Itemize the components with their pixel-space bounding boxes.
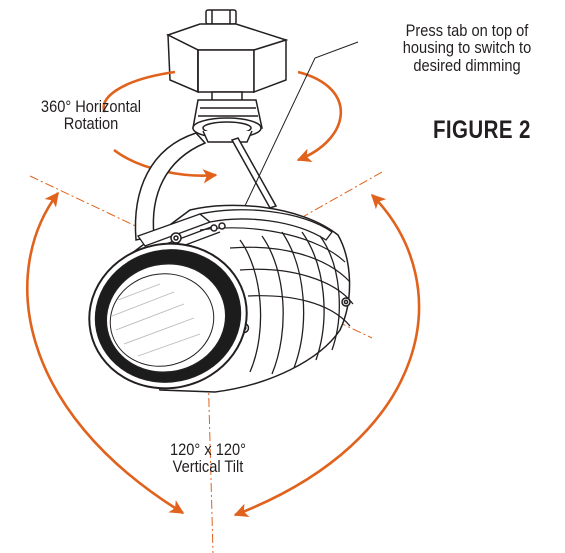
tab-note-line-2: housing to switch to	[402, 38, 532, 58]
tilt-line-1: 120° x 120°	[170, 440, 246, 459]
rotation-line-2: Rotation	[63, 114, 119, 134]
lens	[88, 242, 248, 390]
tab-note-line-3: desired dimming	[413, 55, 521, 75]
tab-note-line-1: Press tab on top of	[405, 21, 529, 40]
rotation-line-1: 360° Horizontal	[40, 97, 142, 116]
leader-line	[242, 41, 359, 211]
swivel-joint	[192, 91, 263, 143]
tab-note-label: Press tab on top of housing to switch to…	[381, 22, 553, 74]
tilt-arrow	[25, 191, 421, 518]
tilt-line-2: Vertical Tilt	[172, 457, 244, 477]
tilt-label: 120° x 120° Vertical Tilt	[156, 441, 259, 476]
rotation-label: 360° Horizontal Rotation	[28, 98, 154, 133]
figure-title: FIGURE 2	[433, 116, 531, 144]
track-adapter	[166, 9, 289, 94]
